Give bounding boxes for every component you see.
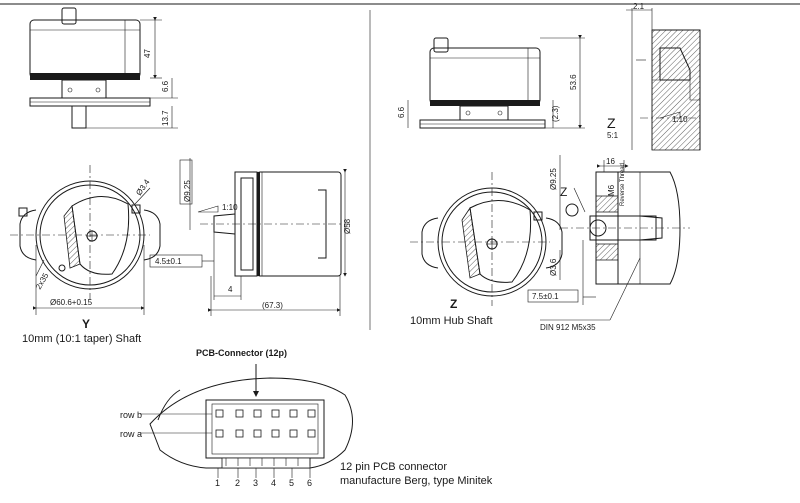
dim-z-detail-taper: 1:10 [672, 115, 688, 124]
connector-row-a-label: row a [120, 429, 142, 439]
dim-y-height-13-7: 13.7 [161, 110, 170, 126]
view-z-side-elevation [407, 35, 585, 129]
connector-pin-4: 4 [271, 478, 276, 488]
dim-z-len-7-5-box [527, 289, 579, 303]
view-z-letter: Z [450, 297, 457, 311]
connector-pin-6: 6 [307, 478, 312, 488]
view-z-side-section [540, 155, 690, 321]
connector-pin-2: 2 [235, 478, 240, 488]
dim-z-din-screw: DIN 912 M5x35 [540, 323, 596, 332]
dim-y-dia-9-25: Ø9.25 [183, 180, 192, 202]
detail-z-letter: Z [607, 115, 616, 131]
dim-z-reverse-thread: Reverse Thread [620, 163, 626, 206]
dim-z-height-53-6: 53.6 [569, 74, 578, 90]
view-z-front-view [410, 172, 579, 306]
connector-pins-row-b [215, 409, 316, 418]
dim-z-m6: M6 [607, 184, 616, 196]
connector-title: PCB-Connector (12p) [196, 348, 287, 358]
dim-y-height-6-6: 6.6 [161, 80, 170, 92]
dim-y-height-47: 47 [143, 49, 152, 58]
dim-z-len-7-5: 7.5±0.1 [532, 292, 559, 301]
view-y-letter: Y [82, 317, 90, 331]
dim-y-len-4: 4 [228, 285, 233, 294]
dim-y-dia-60-6: Ø60.6+0.15 [50, 298, 93, 307]
dim-y-dia-58: Ø58 [343, 218, 352, 234]
dim-z-dia-9-25: Ø9.25 [549, 168, 558, 190]
pcb-connector-drawing [140, 364, 353, 478]
view-y-front-view [10, 165, 161, 315]
view-y-side-section [149, 158, 350, 316]
connector-desc-line-2: manufacture Berg, type Minitek [340, 475, 493, 487]
view-z-caption: 10mm Hub Shaft [410, 315, 493, 327]
section-z-marker: Z [560, 185, 567, 199]
dim-y-len-67-3: (67.3) [262, 301, 283, 310]
connector-pin-3: 3 [253, 478, 258, 488]
dim-y-len-4-5: 4.5±0.1 [155, 257, 182, 266]
connector-pin-5: 5 [289, 478, 294, 488]
dim-y-slot-35: 2x35 [34, 271, 51, 291]
dim-z-height-2-3: (2.3) [551, 105, 560, 122]
dim-z-height-6-6: 6.6 [397, 106, 406, 118]
view-z-detail [626, 8, 701, 151]
connector-pin-1: 1 [215, 478, 220, 488]
view-y-side-elevation [29, 7, 178, 129]
dim-y-taper: 1:10 [222, 203, 238, 212]
view-y-caption: 10mm (10:1 taper) Shaft [22, 333, 141, 345]
dim-z-dia-3-6: Ø3.6 [549, 258, 558, 276]
detail-z-scale: 5:1 [607, 131, 619, 140]
connector-row-b-label: row b [120, 410, 142, 420]
dim-z-len-16: 16 [606, 157, 615, 166]
dim-y-hole-3-4: Ø3.4 [134, 177, 152, 197]
connector-pins-row-a [215, 429, 316, 438]
connector-desc-line-1: 12 pin PCB connector [340, 461, 447, 473]
dim-z-top-2-1: 2.1 [633, 2, 645, 11]
